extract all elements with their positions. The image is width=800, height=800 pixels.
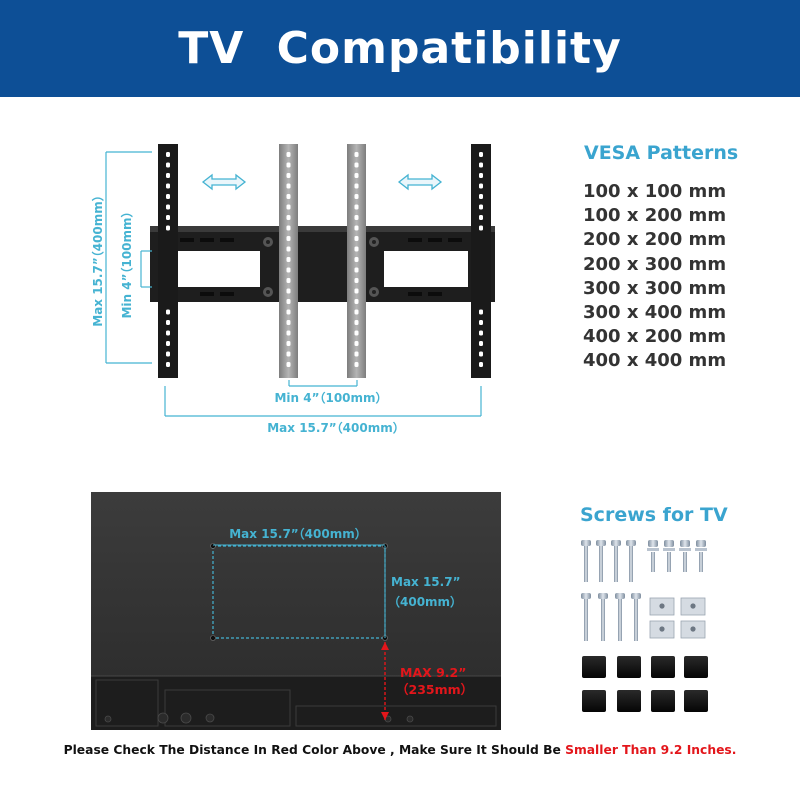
long-screws-row-1 [581,540,636,582]
bracket-arm-inner-right [347,144,366,378]
screws-title: Screws for TV [580,504,728,526]
screw-set [581,540,708,712]
bracket-arm-outer-left [158,144,178,378]
vesa-pattern-item: 100 x 200 mm [583,205,727,227]
bracket-min-width-label: Min 4”（100mm） [274,390,387,405]
bracket-max-height-label: Max 15.7”（400mm） [90,189,105,327]
footer-note-highlight: Smaller Than 9.2 Inches. [565,743,737,757]
header-banner: TV Compatibility [0,0,800,97]
tv-width-label: Max 15.7”（400mm） [229,526,367,541]
vesa-pattern-item: 400 x 200 mm [583,326,727,348]
vesa-pattern-item: 300 x 400 mm [583,302,727,324]
vesa-patterns-title: VESA Patterns [584,142,739,164]
bracket-cutout-right [384,251,468,287]
bracket-arm-outer-right [471,144,491,378]
long-screws-row-2 [581,593,641,641]
square-washers [649,597,706,639]
adjust-arrow-right-icon [397,173,443,191]
vesa-pattern-item: 300 x 300 mm [583,277,727,299]
bracket-max-width-label: Max 15.7”（400mm） [267,420,405,435]
tv-vesa-area [210,543,388,641]
short-screws-row-1 [647,540,707,572]
footer-note: Please Check The Distance In Red Color A… [0,743,800,757]
adjust-arrow-left-icon [201,173,247,191]
tv-height-label-line2: （400mm） [388,594,462,609]
bracket-min-height-label: Min 4”（100mm） [119,205,134,318]
footer-note-text: Please Check The Distance In Red Color A… [63,743,566,757]
bracket-dimension-lines [105,151,482,417]
wall-bracket [150,144,495,378]
bracket-bolts [263,237,379,297]
tv-height-label-line1: Max 15.7” [391,575,460,589]
bracket-arm-inner-left [279,144,298,378]
distance-label-line2: （235mm） [396,682,473,697]
distance-label-line1: MAX 9.2” [400,665,466,680]
distance-indicator [381,642,389,720]
page-title: TV Compatibility [178,23,622,74]
black-spacers [582,656,708,712]
vesa-pattern-item: 100 x 100 mm [583,181,727,202]
vesa-pattern-item: 400 x 400 mm [583,350,727,372]
tv-back-panel [91,492,501,730]
vesa-pattern-item: 200 x 300 mm [583,253,727,275]
vesa-pattern-item: 200 x 200 mm [583,229,727,251]
bracket-cutout-left [176,251,260,287]
